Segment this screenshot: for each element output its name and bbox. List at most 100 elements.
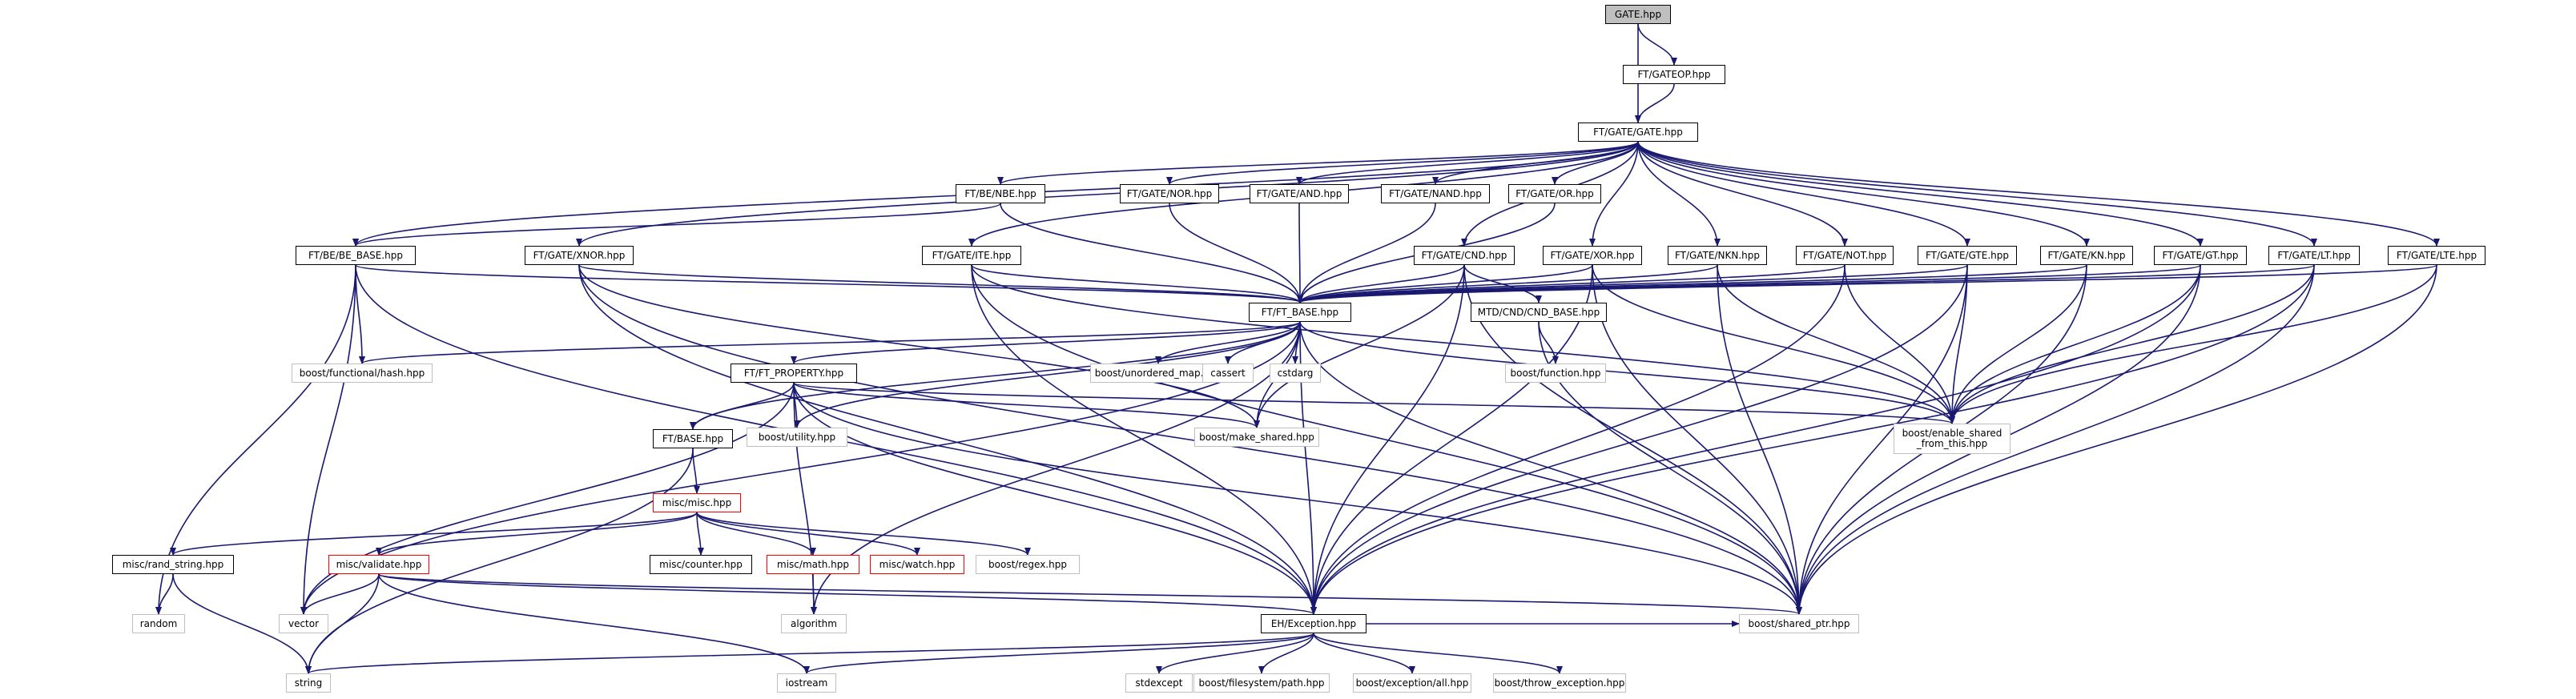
edge-misc-misc-to-boost-regex [696,512,1031,556]
node-misc-counter[interactable]: misc/counter.hpp [650,555,752,574]
node-boost-regex: boost/regex.hpp [976,555,1080,574]
edge-misc-misc-to-misc-counter [696,512,704,556]
edge-ft-ft-base-to-ft-ft-property [791,321,1301,364]
edge-ft-gate-xor-to-boost-enable-shared [1592,264,1955,424]
edge-ft-gate-xor-to-boost-shared-ptr [1592,264,1802,615]
edge-ft-gate-gte-to-boost-shared-ptr [1796,264,1968,615]
node-ft-gate-xor[interactable]: FT/GATE/XOR.hpp [1543,246,1642,265]
edge-ft-gate-lte-to-boost-shared-ptr [1796,264,2437,615]
edge-ft-gate-xnor-to-eh-exception [578,264,1317,615]
node-ft-gate-gte[interactable]: FT/GATE/GTE.hpp [1918,246,2017,265]
edge-ft-gate-lt-to-eh-exception [1310,264,2315,615]
edge-ft-gate-gate-to-ft-gate-xor [1589,141,1639,247]
node-ft-be-base[interactable]: FT/BE/BE_BASE.hpp [296,246,416,265]
node-algorithm: algorithm [781,614,847,633]
node-ft-gate-nkn[interactable]: FT/GATE/NKN.hpp [1668,246,1767,265]
node-ft-gateop[interactable]: FT/GATEOP.hpp [1623,65,1725,84]
edge-ft-gate-gate-to-ft-gate-lte [1637,141,2440,247]
edge-ft-gate-gate-to-ft-gate-lt [1637,141,2317,247]
node-misc-validate[interactable]: misc/validate.hpp [328,555,429,574]
edge-ft-be-base-to-ft-ft-base [355,264,1303,303]
node-boost-func-hash: boost/functional/hash.hpp [292,364,433,383]
node-boost-make-shared: boost/make_shared.hpp [1194,428,1319,447]
edge-ft-ft-base-to-boost-func-hash [359,321,1301,364]
edge-ft-gate-and-to-ft-ft-base [1296,203,1303,303]
node-eh-exception[interactable]: EH/Exception.hpp [1261,614,1366,633]
edge-misc-misc-to-misc-validate [376,512,698,556]
node-ft-gate-or[interactable]: FT/GATE/OR.hpp [1508,184,1601,203]
edge-ft-gate-ite-to-eh-exception [971,264,1317,615]
node-ft-gate-xnor[interactable]: FT/GATE/XNOR.hpp [525,246,634,265]
edge-ft-gate-gate-to-ft-gate-nor [1166,141,1639,185]
node-ft-gate-not[interactable]: FT/GATE/NOT.hpp [1796,246,1894,265]
node-ft-gate-gate[interactable]: FT/GATE/GATE.hpp [1578,123,1698,142]
edge-ft-ft-property-to-boost-shared-ptr [793,382,1802,615]
node-ft-gate-lt[interactable]: FT/GATE/LT.hpp [2268,246,2360,265]
node-gate-hpp: GATE.hpp [1605,5,1671,24]
edge-ft-gate-xnor-to-boost-shared-ptr [578,264,1802,615]
node-random: random [132,614,185,633]
edge-misc-validate-to-iostream [378,573,810,674]
node-ft-gate-gt[interactable]: FT/GATE/GT.hpp [2154,246,2247,265]
edge-misc-rand-string-to-string [172,573,312,674]
edge-ft-gate-gt-to-ft-ft-base [1297,264,2201,303]
edge-ft-gate-xnor-to-ft-ft-base [578,264,1303,303]
edge-ft-gate-gate-to-ft-gate-kn [1637,141,2090,247]
edge-ft-gate-gate-to-ft-gate-not [1637,141,1848,247]
node-misc-watch[interactable]: misc/watch.hpp [870,555,964,574]
edge-misc-math-to-algorithm [810,573,817,615]
edge-ft-gate-gt-to-eh-exception [1310,264,2201,615]
edge-ft-gate-ite-to-boost-shared-ptr [971,264,1802,615]
node-mtd-cnd-base[interactable]: MTD/CND/CND_BASE.hpp [1471,303,1607,322]
node-ft-base[interactable]: FT/BASE.hpp [653,429,733,448]
edge-eh-exception-to-iostream [803,633,1314,674]
node-misc-math[interactable]: misc/math.hpp [767,555,859,574]
edge-ft-gateop-to-ft-gate-gate [1635,83,1675,123]
edge-ft-gate-kn-to-ft-ft-base [1297,264,2087,303]
edge-layer [155,23,2440,674]
node-ft-gate-ite[interactable]: FT/GATE/ITE.hpp [922,246,1021,265]
node-boost-exc-all: boost/exception/all.hpp [1353,673,1471,693]
edge-ft-gate-xor-to-ft-ft-base [1297,264,1593,303]
node-misc-misc[interactable]: misc/misc.hpp [653,493,741,512]
edge-ft-gate-lt-to-boost-enable-shared [1949,264,2315,424]
edge-ft-gate-not-to-eh-exception [1310,264,1845,615]
node-boost-shared-ptr: boost/shared_ptr.hpp [1739,614,1859,633]
edge-misc-misc-to-misc-watch [696,512,920,556]
edge-ft-gate-gate-to-ft-gate-gte [1637,141,1970,247]
edge-ft-gate-gte-to-boost-enable-shared [1949,264,1968,424]
node-ft-gate-nand[interactable]: FT/GATE/NAND.hpp [1381,184,1490,203]
edge-ft-gate-nor-to-ft-ft-base [1169,203,1303,303]
node-ft-gate-and[interactable]: FT/GATE/AND.hpp [1250,184,1349,203]
node-ft-ft-property[interactable]: FT/FT_PROPERTY.hpp [731,364,857,383]
edge-misc-validate-to-boost-shared-ptr [378,573,1802,615]
node-ft-be-nbe[interactable]: FT/BE/NBE.hpp [956,184,1045,203]
node-iostream: iostream [777,673,836,693]
edge-ft-gate-gate-to-ft-be-nbe [997,141,1639,185]
edge-ft-ft-base-to-boost-utility [794,321,1301,428]
node-misc-rand-string[interactable]: misc/rand_string.hpp [112,555,234,574]
edge-ft-gate-gt-to-boost-enable-shared [1949,264,2201,424]
node-ft-gate-kn[interactable]: FT/GATE/KN.hpp [2040,246,2133,265]
node-boost-throw-exc: boost/throw_exception.hpp [1493,673,1626,693]
edge-ft-ft-property-to-ft-base [690,382,795,430]
edge-ft-gate-nkn-to-boost-enable-shared [1717,264,1955,424]
edge-ft-be-base-to-random [155,264,356,615]
edge-ft-gate-xor-to-eh-exception [1310,264,1593,615]
edge-misc-validate-to-vector [300,573,380,615]
node-ft-gate-lte[interactable]: FT/GATE/LTE.hpp [2388,246,2485,265]
edge-ft-gate-kn-to-boost-enable-shared [1949,264,2087,424]
edge-eh-exception-to-boost-throw-exc [1313,633,1563,674]
node-ft-gate-nor[interactable]: FT/GATE/NOR.hpp [1120,184,1219,203]
node-ft-gate-cnd[interactable]: FT/GATE/CND.hpp [1414,246,1515,265]
edge-ft-gate-lte-to-ft-ft-base [1297,264,2437,303]
edge-eh-exception-to-boost-fs-path [1258,633,1314,674]
edge-ft-ft-property-to-boost-enable-shared [793,382,1955,424]
node-vector: vector [279,614,328,633]
edge-gate-hpp-to-ft-gateop [1637,23,1677,66]
node-ft-ft-base[interactable]: FT/FT_BASE.hpp [1249,303,1351,322]
edge-ft-ft-base-to-boost-shared-ptr [1299,321,1802,615]
edge-ft-gate-gate-to-ft-gate-xnor [576,141,1639,247]
edge-misc-validate-to-eh-exception [378,573,1317,615]
edge-eh-exception-to-boost-exc-all [1313,633,1415,674]
